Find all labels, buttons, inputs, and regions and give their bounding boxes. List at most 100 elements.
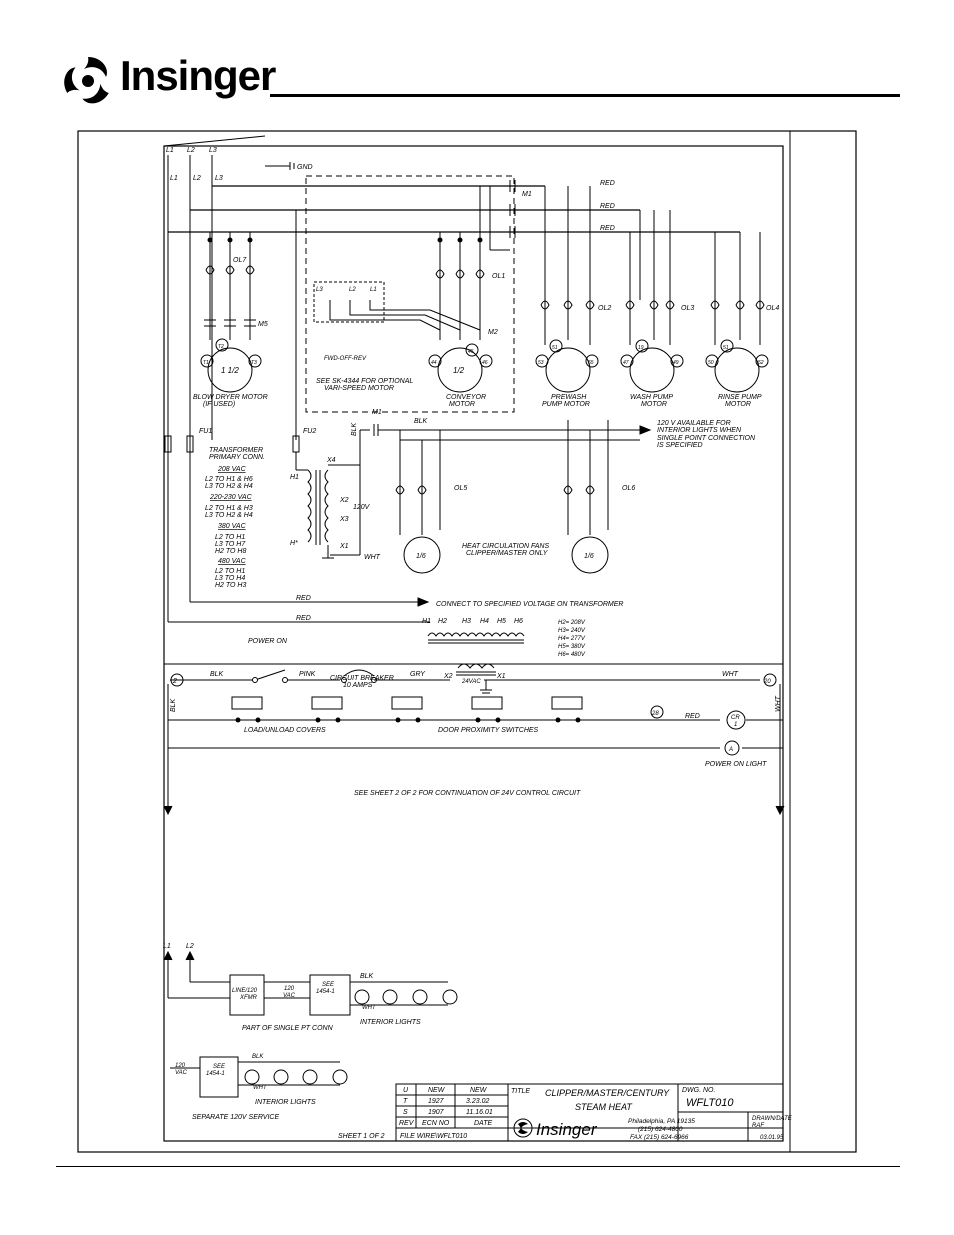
- wash-label2: MOTOR: [641, 401, 667, 408]
- tb-s-ecn: 1907: [428, 1109, 445, 1116]
- red-wire-4: RED: [296, 595, 311, 602]
- c480c: H2 TO H3: [215, 582, 246, 589]
- t46-label: 46: [482, 360, 488, 366]
- tb-phone: (215) 624-4800: [638, 1126, 683, 1133]
- blk-vert: BLK: [170, 698, 177, 712]
- xfmr-title2: PRIMARY CONN.: [209, 454, 265, 461]
- c380b: L3 TO H7: [215, 541, 246, 548]
- prewash-t1: 53: [538, 360, 544, 366]
- note-120-4: IS SPECIFIED: [657, 442, 703, 449]
- transformer-section: [164, 424, 652, 559]
- rinse-t2: 51: [723, 345, 729, 351]
- tb-title1: CLIPPER/MASTER/CENTURY: [545, 1088, 670, 1098]
- node-28: 28: [651, 711, 659, 717]
- door-switches-label: DOOR PROXIMITY SWITCHES: [438, 727, 539, 734]
- see-1454-d: 1454-1: [206, 1071, 225, 1077]
- tb-s-date: 11.16.01: [466, 1109, 493, 1116]
- c380a: L2 TO H1: [215, 534, 245, 541]
- wht-ctrl: WHT: [722, 671, 739, 678]
- vari-l2: L2: [349, 287, 356, 293]
- blk-il: BLK: [360, 973, 374, 980]
- tap-h1: H1: [422, 618, 431, 625]
- ctrl-x2: X2: [443, 673, 453, 680]
- tb-title2: STEAM HEAT: [575, 1102, 633, 1112]
- c208b: L3 TO H2 & H4: [205, 483, 253, 490]
- l1-top-label: L1: [166, 147, 174, 154]
- blow-dryer-branch: [200, 232, 262, 393]
- see-1454-a: SEE: [322, 982, 335, 988]
- m1-small: M1: [372, 409, 382, 416]
- red-ctrl: RED: [685, 713, 700, 720]
- il-l2: L2: [186, 943, 194, 950]
- v480: 480 VAC: [218, 558, 247, 565]
- lamp-label: A: [728, 747, 733, 753]
- pink-ctrl: PINK: [299, 671, 316, 678]
- transformer-taps: [427, 632, 525, 644]
- xfmr-line120: LINE/120: [232, 988, 258, 994]
- tap-h5: H5: [497, 618, 506, 625]
- connect-note: CONNECT TO SPECIFIED VOLTAGE ON TRANSFOR…: [436, 601, 623, 608]
- vari-note2: VARI-SPEED MOTOR: [324, 385, 394, 392]
- interior-lights-2: INTERIOR LIGHTS: [255, 1099, 316, 1106]
- ol7-label: OL7: [233, 257, 247, 264]
- conveyor-branch: [305, 175, 515, 413]
- hstar-label: H*: [290, 540, 298, 547]
- tb-new1: NEW: [428, 1087, 446, 1094]
- v220: 220-230 VAC: [209, 494, 253, 501]
- prewash-label1: PREWASH: [551, 394, 587, 401]
- heat-fans-label2: CLIPPER/MASTER ONLY: [466, 550, 549, 557]
- m2-label: M2: [488, 329, 498, 336]
- blow-dryer-hp: 1 1/2: [221, 366, 239, 375]
- power-on-light: POWER ON LIGHT: [705, 761, 767, 768]
- sheet-label: SHEET 1 OF 2: [338, 1133, 385, 1140]
- xfmr-title1: TRANSFORMER: [209, 447, 263, 454]
- tb-drawn-label: DRAWN/DATE: [752, 1116, 793, 1122]
- conveyor-label1: CONVEYOR: [446, 394, 486, 401]
- ol5-label: OL5: [454, 485, 467, 492]
- interior-lights-1: INTERIOR LIGHTS: [360, 1019, 421, 1026]
- v380: 380 VAC: [218, 523, 247, 530]
- tap-h4: H4: [480, 618, 489, 625]
- rinse-t1: 50: [708, 360, 714, 366]
- wht-il: WHT: [362, 1005, 377, 1011]
- tap-volt-3: H5= 380V: [558, 644, 586, 650]
- m1-contacts: [509, 180, 761, 300]
- fan2-hp: 1/6: [584, 553, 594, 560]
- tb-fax: FAX (215) 624-6966: [630, 1134, 689, 1141]
- note-120-3: SINGLE POINT CONNECTION: [657, 435, 756, 442]
- ol3-label: OL3: [681, 305, 694, 312]
- tap-h3: H3: [462, 618, 471, 625]
- gry-ctrl: GRY: [410, 671, 426, 678]
- tb-title-label: TITLE: [511, 1088, 530, 1095]
- l2-top-label: L2: [187, 147, 195, 154]
- tb-dwg-no: WFLT010: [686, 1097, 734, 1109]
- c208a: L2 TO H1 & H6: [205, 476, 253, 483]
- wash-label1: WASH PUMP: [630, 394, 673, 401]
- t3-label: T3: [251, 360, 257, 366]
- part-of-label: PART OF SINGLE PT CONN: [242, 1025, 334, 1032]
- footer-rule: [56, 1166, 900, 1167]
- m1-label: M1: [522, 191, 532, 198]
- t45-label: 45: [468, 349, 474, 355]
- tb-brand: Insinger: [536, 1120, 598, 1139]
- red-wire-3: RED: [600, 225, 615, 232]
- vac-b: VAC: [175, 1070, 188, 1076]
- brand-name: Insinger: [120, 52, 276, 99]
- note-120-1: 120 V AVAILABLE FOR: [657, 420, 731, 427]
- rinse-t3: 52: [758, 360, 764, 366]
- breaker-label1: CIRCUIT BREAKER: [330, 675, 394, 682]
- node-20: 20: [763, 679, 771, 685]
- heat-fans: [395, 420, 609, 574]
- l3-label: L3: [215, 175, 223, 182]
- red-wire-1: RED: [600, 180, 615, 187]
- tb-new2: NEW: [470, 1087, 488, 1094]
- blk-il-2: BLK: [252, 1054, 264, 1060]
- tb-rev: REV: [399, 1120, 415, 1127]
- see-1454-c: SEE: [213, 1064, 226, 1070]
- blk-label-1: BLK: [351, 422, 358, 436]
- v120-label: 120V: [353, 504, 371, 511]
- pump-motors: [535, 186, 769, 393]
- blow-dryer-label2: (IF USED): [203, 401, 235, 408]
- tb-ecnno: ECN NO: [422, 1120, 450, 1127]
